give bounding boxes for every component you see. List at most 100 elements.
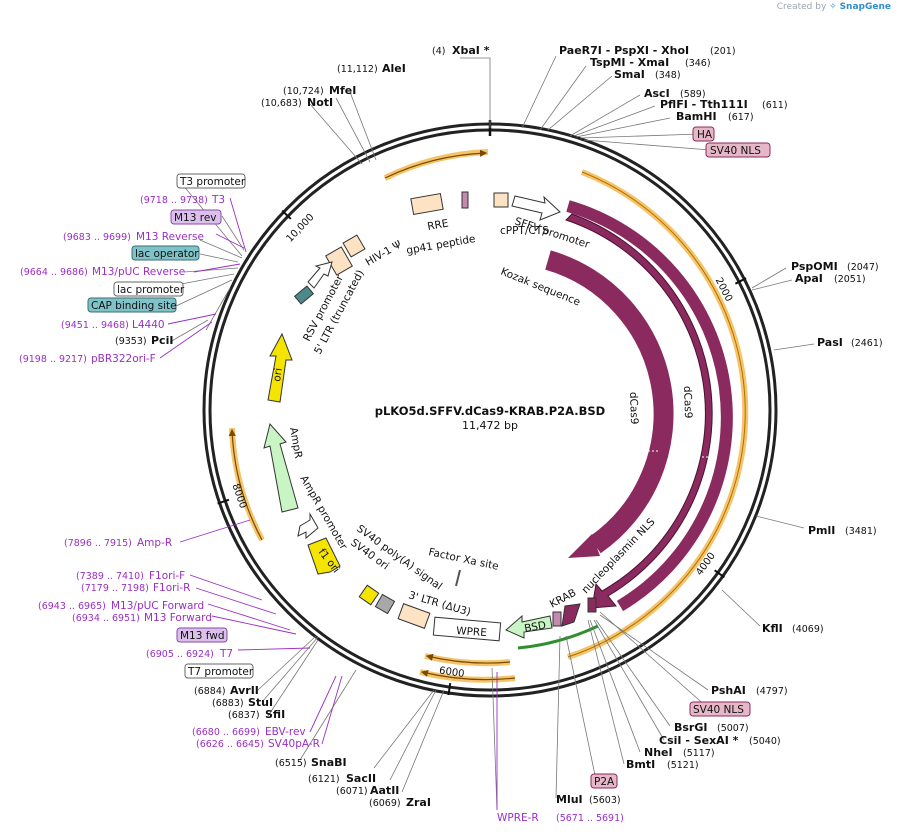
- label-dcas9-outer: dCas9: [681, 386, 694, 419]
- orf-arc-top: [383, 149, 489, 181]
- enzyme-paer7i[interactable]: PaeR7I - PspXI - XhoI: [559, 44, 689, 57]
- label-bsd: BSD: [523, 619, 547, 635]
- enzyme-pasi[interactable]: PasI: [817, 336, 843, 349]
- enzyme-bamhi[interactable]: BamHI: [676, 110, 717, 123]
- primer-m13puc-forward[interactable]: M13/pUC Forward: [111, 600, 204, 612]
- enzyme-bmti[interactable]: BmtI: [626, 758, 655, 771]
- enzyme-pos-stui: (6883): [212, 698, 244, 709]
- enzyme-pos-mlui: (5603): [589, 795, 621, 806]
- enzyme-kfli[interactable]: KflI: [762, 622, 783, 635]
- enzyme-pos-sacii: (6121): [308, 774, 340, 785]
- enzyme-pflfi[interactable]: PflFI - Tth111I: [660, 98, 748, 111]
- primer-amp-r[interactable]: Amp-R: [137, 537, 172, 549]
- primer-pos-t7: (6905 .. 6924): [146, 649, 214, 660]
- enzyme-pos-snabi: (6515): [275, 758, 307, 769]
- enzyme-apai[interactable]: ApaI: [795, 272, 823, 285]
- snapgene-logo-icon: ✧: [829, 2, 837, 12]
- enzyme-pshai[interactable]: PshAI: [711, 684, 746, 697]
- ltr5-block: [293, 285, 315, 305]
- primer-ebv-rev[interactable]: EBV-rev: [265, 726, 306, 738]
- primer-pbr322ori-f[interactable]: pBR322ori-F: [91, 353, 156, 365]
- enzyme-pmli[interactable]: PmlI: [808, 524, 835, 537]
- primer-m13puc-reverse[interactable]: M13/pUC Reverse: [92, 266, 185, 278]
- label-p2a[interactable]: P2A: [594, 776, 615, 788]
- primer-labels[interactable]: (9718 .. 9738) T3 (9683 .. 9699) M13 Rev…: [19, 194, 624, 824]
- label-t7-promoter[interactable]: T7 promoter: [187, 666, 254, 678]
- label-sv40-nls-bottom[interactable]: SV40 NLS: [693, 704, 744, 716]
- primer-l4440[interactable]: L4440: [132, 319, 165, 331]
- enzyme-pos-noti: (10,683): [261, 98, 302, 109]
- hiv-psi-block: [342, 234, 366, 258]
- enzyme-pos-aatii: (6071): [336, 786, 368, 797]
- enzyme-pos-zrai: (6069): [369, 798, 401, 809]
- sv40-ori-block: [358, 584, 380, 606]
- label-gp41-peptide: gp41 peptide: [405, 233, 476, 257]
- enzyme-labels-right[interactable]: (4) XbaI * PaeR7I - PspXI - XhoI (201) T…: [432, 44, 883, 806]
- enzyme-asci[interactable]: AscI: [644, 87, 670, 100]
- rre-block: [410, 192, 444, 216]
- label-wpre: WPRE: [456, 625, 487, 639]
- enzyme-pos-pflfi: (611): [762, 100, 788, 111]
- green-orf-bottom: [517, 624, 599, 650]
- snapgene-credit: Created by ✧ SnapGene: [777, 2, 891, 12]
- primer-pos-t3: (9718 .. 9738): [140, 195, 208, 206]
- enzyme-aatii[interactable]: AatII: [370, 784, 399, 797]
- primer-f1ori-f[interactable]: F1ori-F: [149, 570, 185, 582]
- enzyme-tspmi[interactable]: TspMI - XmaI: [590, 56, 669, 69]
- enzyme-csii[interactable]: CsiI - SexAI *: [659, 734, 739, 747]
- primer-sv40pa-r[interactable]: SV40pA-R: [268, 738, 320, 750]
- ampr-arrow: [263, 422, 299, 513]
- primer-lines: [159, 197, 498, 810]
- scale-tick: [281, 209, 292, 220]
- label-sv40-nls-top[interactable]: SV40 NLS: [710, 145, 761, 157]
- enzyme-pspomi[interactable]: PspOMI: [791, 260, 838, 273]
- enzyme-bsrgi[interactable]: BsrGI: [674, 721, 707, 734]
- primer-wpre-r[interactable]: WPRE-R: [497, 812, 539, 824]
- enzyme-snabi[interactable]: SnaBI: [311, 756, 347, 769]
- label-ori: ori: [271, 367, 285, 382]
- enzyme-mfei[interactable]: MfeI: [329, 84, 356, 97]
- primer-m13-reverse[interactable]: M13 Reverse: [136, 231, 204, 243]
- label-rre: RRE: [426, 217, 449, 233]
- enzyme-zrai[interactable]: ZraI: [406, 796, 431, 809]
- enzyme-pos-xhoi: (201): [710, 46, 736, 57]
- label-t3-promoter[interactable]: T3 promoter: [179, 176, 246, 188]
- factor-xa-mark: [455, 569, 461, 587]
- enzyme-labels-left[interactable]: (11,112) AleI (10,724) MfeI (10,683) Not…: [115, 62, 431, 809]
- nls-block: [587, 597, 597, 613]
- enzyme-nhei[interactable]: NheI: [644, 746, 673, 759]
- credit-prefix: Created by: [776, 2, 827, 12]
- primer-t3[interactable]: T3: [211, 194, 225, 206]
- enzyme-mlui[interactable]: MluI: [556, 793, 583, 806]
- ampr-promoter-arrow: [297, 512, 319, 540]
- scale-tick: [734, 277, 747, 285]
- label-ha[interactable]: HA: [697, 129, 713, 141]
- enzyme-pos-pshai: (4797): [756, 686, 788, 697]
- enzyme-pos-nhei: (5117): [683, 748, 715, 759]
- boxed-labels[interactable]: HA SV40 NLS T3 promoter M13 rev lac oper…: [87, 126, 771, 789]
- label-m13-fwd[interactable]: M13 fwd: [180, 630, 225, 642]
- enzyme-xbai[interactable]: XbaI *: [452, 44, 490, 57]
- primer-f1ori-r[interactable]: F1ori-R: [153, 582, 190, 594]
- label-m13-rev[interactable]: M13 rev: [174, 212, 217, 224]
- enzyme-pcii[interactable]: PciI: [151, 334, 173, 347]
- label-cap-binding-site[interactable]: CAP binding site: [91, 300, 177, 312]
- enzyme-sfii[interactable]: SfiI: [265, 708, 285, 721]
- enzyme-alei[interactable]: AleI: [382, 62, 406, 75]
- enzyme-sacii[interactable]: SacII: [346, 772, 376, 785]
- enzyme-noti[interactable]: NotI: [307, 96, 333, 109]
- enzyme-avrii[interactable]: AvrII: [230, 684, 259, 697]
- scale-tick: [217, 498, 230, 505]
- primer-t7[interactable]: T7: [219, 648, 233, 660]
- enzyme-pos-pspomi: (2047): [847, 262, 879, 273]
- label-lac-promoter[interactable]: lac promoter: [117, 284, 185, 296]
- primer-m13-forward[interactable]: M13 Forward: [144, 612, 212, 624]
- enzyme-smai[interactable]: SmaI: [614, 68, 645, 81]
- map-size: 11,472 bp: [462, 419, 518, 432]
- primer-pos-l4440: (9451 .. 9468): [61, 320, 129, 331]
- label-lac-operator[interactable]: lac operator: [135, 248, 199, 260]
- scale-tick-label: 8000: [230, 482, 249, 510]
- bsd-arrow: [505, 614, 553, 639]
- enzyme-stui[interactable]: StuI: [248, 696, 273, 709]
- enzyme-pos-tspmi: (346): [685, 58, 711, 69]
